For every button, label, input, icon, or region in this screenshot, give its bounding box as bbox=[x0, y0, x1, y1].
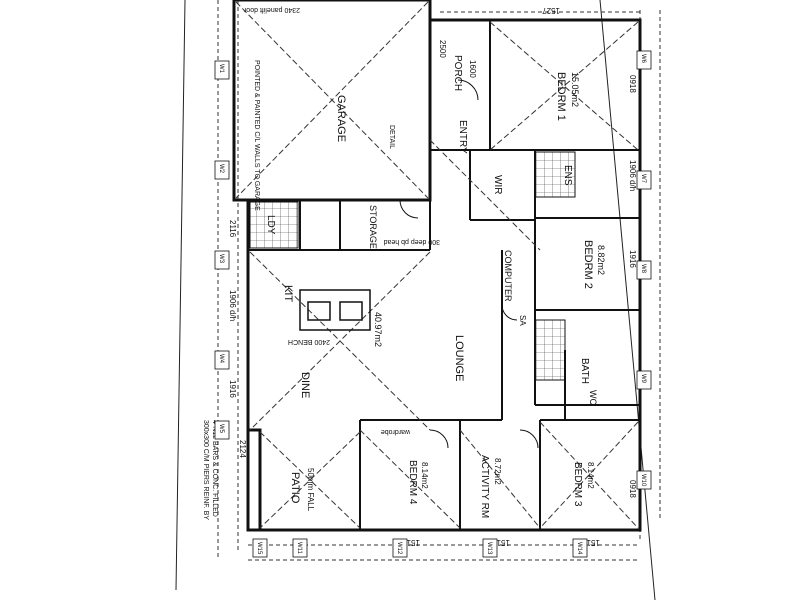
window-tag-box bbox=[636, 260, 652, 280]
kitchen-bench bbox=[299, 289, 371, 331]
tiled-areas bbox=[249, 151, 576, 381]
label-bedrm4-area: 8.14m2 bbox=[420, 462, 429, 489]
window-tag: W11 bbox=[296, 542, 302, 555]
window-tag-box bbox=[214, 250, 230, 270]
label-garage: GARAGE bbox=[335, 95, 347, 142]
dim-left-4: 2124 bbox=[238, 440, 247, 458]
label-bedrm3: BEDRM 3 bbox=[572, 462, 583, 507]
dim-left-3: 1916 bbox=[228, 380, 237, 398]
diagonal-lines bbox=[235, 1, 639, 529]
window-tag-box bbox=[214, 350, 230, 370]
window-tag: W9 bbox=[640, 374, 646, 384]
note-garage-wall: POINTED & PAINTED C/L WALLS TO GARAGE bbox=[253, 60, 260, 211]
note-piers: 300x300 C/M PIERS REINF. BY bbox=[202, 420, 209, 520]
dim-right-1: 0918 bbox=[628, 75, 637, 93]
window-tag: W10 bbox=[640, 474, 646, 487]
label-computer: COMPUTER bbox=[503, 250, 513, 302]
label-bath: BATH bbox=[579, 358, 590, 384]
window-tag-box bbox=[252, 538, 268, 558]
window-tag: W15 bbox=[256, 542, 262, 555]
dim-right-4: 0918 bbox=[628, 480, 637, 498]
dim-porch-w: 2500 bbox=[438, 40, 447, 58]
window-tag: W6 bbox=[640, 54, 646, 64]
dimension-text: 1527 2116 1906 d/h 1916 2124 0918 1906 d… bbox=[228, 6, 637, 547]
label-entry: ENTRY bbox=[457, 120, 468, 154]
label-ldy: LDY bbox=[265, 215, 276, 235]
plan-notes: POINTED & PAINTED C/L WALLS TO GARAGE 23… bbox=[202, 6, 527, 520]
window-tag: W12 bbox=[396, 542, 402, 555]
window-tag-box bbox=[482, 538, 498, 558]
window-tag-box bbox=[636, 50, 652, 70]
dim-left-1: 2116 bbox=[228, 220, 237, 238]
label-bedrm1-area: 15.05m2 bbox=[570, 72, 580, 107]
label-bedrm1: BEDRM 1 bbox=[555, 72, 567, 121]
label-patio: PATIO bbox=[289, 472, 301, 504]
note-piers2: 4-N12 BARS & CONC. FILLED bbox=[211, 420, 218, 517]
dim-bottom-1: 1516 bbox=[402, 538, 420, 547]
note-deep-head: 300 deep pb head bbox=[383, 238, 440, 245]
window-tag-box bbox=[572, 538, 588, 558]
window-tag: W1 bbox=[218, 64, 224, 74]
window-tag-box bbox=[214, 160, 230, 180]
label-porch: PORCH bbox=[452, 55, 463, 91]
label-lounge: LOUNGE bbox=[453, 335, 465, 381]
sheet-edge bbox=[175, 0, 656, 600]
dim-right-2: 1906 d/h bbox=[628, 160, 637, 191]
label-bedrm2-area: 8.82m2 bbox=[596, 245, 606, 275]
window-tag-box bbox=[636, 470, 652, 490]
dim-bottom-2: 1516 bbox=[492, 538, 510, 547]
window-tag: W3 bbox=[218, 254, 224, 264]
door-swings bbox=[399, 79, 539, 449]
label-dine: DINE bbox=[299, 372, 311, 398]
note-panel-door: 2340 panelift door bbox=[243, 6, 300, 13]
window-tag: W8 bbox=[640, 264, 646, 274]
window-tag-box bbox=[214, 420, 230, 440]
dim-right-3: 1916 bbox=[628, 250, 637, 268]
label-activity-area: 8.72m2 bbox=[493, 458, 502, 485]
window-tag: W5 bbox=[218, 424, 224, 434]
label-patio-note: 50mm FALL bbox=[306, 468, 315, 512]
label-kit: KIT bbox=[282, 285, 294, 302]
window-tag: W13 bbox=[486, 542, 492, 555]
label-bedrm2: BEDRM 2 bbox=[582, 240, 594, 289]
room-labels: GARAGE PORCH 1600 ENTRY BEDRM 1 15.05m2 … bbox=[265, 55, 606, 518]
dim-top-right: 1527 bbox=[542, 6, 560, 15]
label-porch-dim: 1600 bbox=[468, 60, 477, 78]
label-bedrm3-area: 8.14m2 bbox=[586, 462, 595, 489]
note-detail: DETAIL bbox=[388, 125, 395, 149]
window-tag: W4 bbox=[218, 354, 224, 364]
window-tag: W14 bbox=[576, 542, 582, 555]
note-bench: 2400 BENCH bbox=[288, 338, 330, 345]
note-wardrobe: wardrobe bbox=[381, 428, 411, 435]
label-bedrm4: BEDRM 4 bbox=[407, 460, 418, 505]
label-dine-area: 40.97m2 bbox=[373, 312, 383, 347]
label-ens: ENS bbox=[562, 165, 573, 186]
label-wir: WIR bbox=[492, 175, 503, 194]
label-wc: WC bbox=[588, 390, 598, 405]
dim-left-2: 1906 d/h bbox=[228, 290, 237, 321]
dim-bottom-3: 1516 bbox=[582, 538, 600, 547]
note-sa: SA bbox=[518, 315, 527, 326]
window-tag-box bbox=[636, 370, 652, 390]
internal-walls bbox=[248, 20, 640, 530]
window-tag: W2 bbox=[218, 164, 224, 174]
window-tag-box bbox=[636, 170, 652, 190]
window-tag-box bbox=[392, 538, 408, 558]
label-activity: ACTIVITY RM bbox=[479, 455, 490, 518]
label-storage: STORAGE bbox=[368, 205, 378, 249]
window-tag-box bbox=[292, 538, 308, 558]
window-tag: W7 bbox=[640, 174, 646, 184]
window-tag-box bbox=[214, 60, 230, 80]
